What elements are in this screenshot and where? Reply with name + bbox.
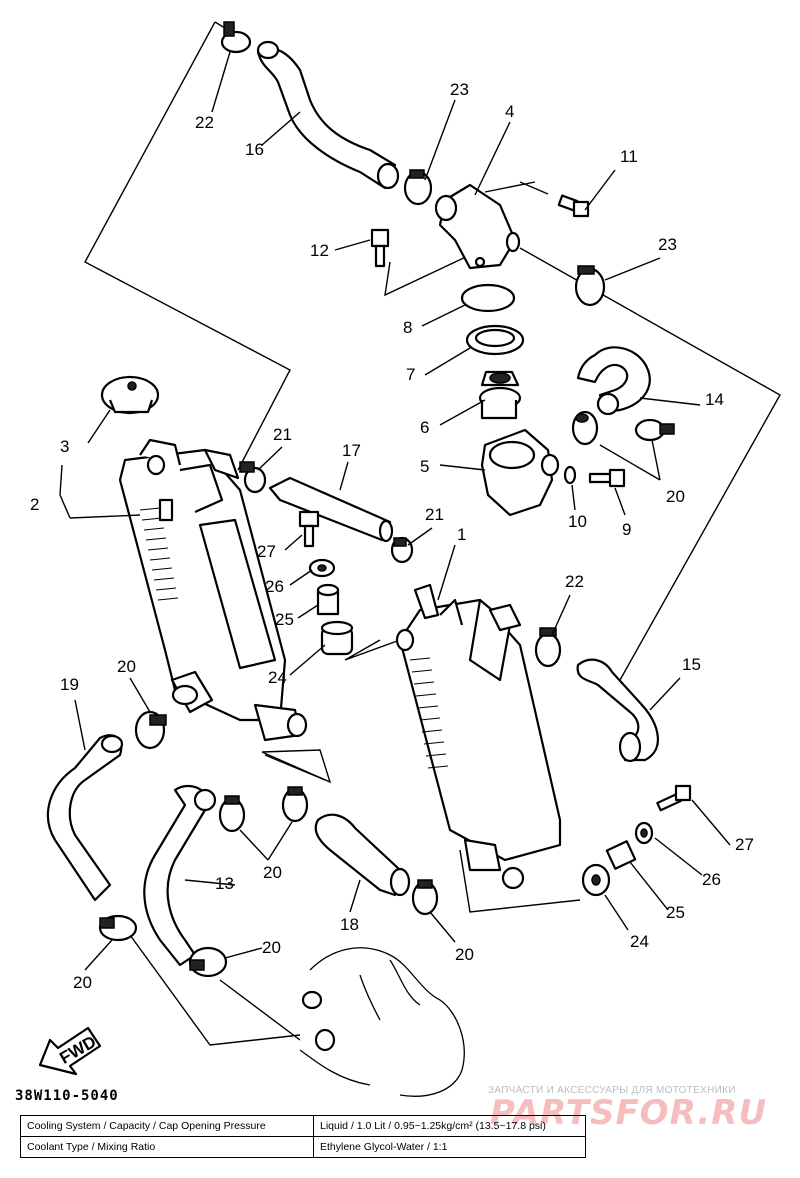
spec-value-coolant: Ethylene Glycol-Water / 1:1 <box>313 1136 586 1158</box>
callout-c-20b: 20 <box>666 487 685 506</box>
right-radiator-1 <box>395 583 562 890</box>
clamp-23-right <box>574 265 606 307</box>
spec-value-cooling: Liquid / 1.0 Lit / 0.95~1.25kg/cm² (13.5… <box>313 1115 586 1137</box>
spec-label-coolant: Coolant Type / Mixing Ratio <box>20 1136 314 1158</box>
callout-c-23a: 23 <box>450 80 469 99</box>
callout-c-22b: 22 <box>565 572 584 591</box>
clamp-23-top <box>403 169 433 206</box>
callout-c-25b: 25 <box>666 903 685 922</box>
callout-c-21a: 21 <box>273 425 292 444</box>
hose-13 <box>143 784 217 967</box>
callout-numbers: 1234567891011121314151617181920202020202… <box>30 80 754 992</box>
hose-18 <box>314 813 411 897</box>
clamp-22-top <box>220 21 252 54</box>
hose-19 <box>46 734 124 902</box>
hose-14 <box>576 346 651 416</box>
clamp-21-left <box>239 461 267 494</box>
grommet-24-left <box>320 620 354 656</box>
spec-row: Cooling System / Capacity / Cap Opening … <box>20 1115 586 1137</box>
bolt-27-left <box>298 510 320 548</box>
thermostat-housing-5 <box>480 428 560 517</box>
callout-c-23b: 23 <box>658 235 677 254</box>
diagram-code: 38W110-5040 <box>15 1088 119 1104</box>
clamp-20-left-top <box>134 710 167 750</box>
callout-c-20f: 20 <box>73 973 92 992</box>
clamp-20-mid-b <box>281 786 309 823</box>
callout-c-4: 4 <box>505 102 514 121</box>
callout-c-14: 14 <box>705 390 724 409</box>
o-ring-8 <box>460 283 516 313</box>
clamp-20-mid-a <box>218 795 246 833</box>
thermostat-6 <box>478 370 522 420</box>
thermostat-cover-4 <box>434 183 521 270</box>
callout-c-24a: 24 <box>268 668 287 687</box>
washer-10 <box>563 465 577 485</box>
callout-c-26a: 26 <box>265 577 284 596</box>
callout-c-2: 2 <box>30 495 39 514</box>
bolt-27-right <box>656 784 692 812</box>
bolt-11 <box>557 194 590 218</box>
washer-26-left <box>308 558 336 578</box>
collar-25-right <box>605 840 637 870</box>
callout-c-20c: 20 <box>263 863 282 882</box>
callout-c-25a: 25 <box>275 610 294 629</box>
engine-outline <box>299 947 465 1097</box>
callout-c-9: 9 <box>622 520 631 539</box>
callout-c-17: 17 <box>342 441 361 460</box>
callout-c-26b: 26 <box>702 870 721 889</box>
callout-c-5: 5 <box>420 457 429 476</box>
callout-c-6: 6 <box>420 418 429 437</box>
callout-c-16: 16 <box>245 140 264 159</box>
callout-c-24b: 24 <box>630 932 649 951</box>
clamp-22-right <box>534 627 562 668</box>
clamp-20-hose14-a <box>571 410 599 446</box>
watermark-tagline: ЗАПЧАСТИ И АКСЕССУАРЫ ДЛЯ МОТОТЕХНИКИ <box>488 1085 736 1096</box>
group-lines <box>84 21 781 1046</box>
collar-25-left <box>316 583 340 616</box>
callout-c-12: 12 <box>310 241 329 260</box>
fwd-arrow: FWD <box>38 1026 102 1076</box>
left-radiator-fins <box>139 507 179 601</box>
callout-c-15: 15 <box>682 655 701 674</box>
clamp-20-bottom-center <box>188 946 228 978</box>
upper-hose-16 <box>256 40 400 190</box>
bolt-9 <box>588 468 626 488</box>
washer-26-right <box>634 821 654 845</box>
bolt-12 <box>370 228 390 268</box>
callout-c-22a: 22 <box>195 113 214 132</box>
callout-c-10: 10 <box>568 512 587 531</box>
spec-row: Coolant Type / Mixing Ratio Ethylene Gly… <box>20 1136 586 1158</box>
hose-15 <box>576 658 659 763</box>
callout-c-1: 1 <box>457 525 466 544</box>
callout-c-18: 18 <box>340 915 359 934</box>
callout-c-21b: 21 <box>425 505 444 524</box>
radiator-cap-3 <box>100 375 160 415</box>
spec-table: Cooling System / Capacity / Cap Opening … <box>20 1115 586 1158</box>
callout-leaders <box>59 51 731 971</box>
callout-c-19: 19 <box>60 675 79 694</box>
clamp-21-right <box>390 536 414 564</box>
callout-c-7: 7 <box>406 365 415 384</box>
clamp-20-bottom-left <box>98 914 138 942</box>
callout-c-20d: 20 <box>455 945 474 964</box>
gasket-7 <box>465 324 525 356</box>
clamp-20-hose14-b <box>634 418 675 442</box>
left-radiator-2 <box>118 438 308 742</box>
callout-c-27a: 27 <box>257 542 276 561</box>
callout-c-3: 3 <box>60 437 69 456</box>
callout-c-20e: 20 <box>262 938 281 957</box>
grommet-24-right <box>581 863 611 897</box>
callout-c-13: 13 <box>215 874 234 893</box>
right-radiator-fins <box>409 657 449 769</box>
clamp-20-hose18 <box>411 879 439 916</box>
hose-17 <box>268 476 394 543</box>
callout-c-8: 8 <box>403 318 412 337</box>
spec-label-cooling: Cooling System / Capacity / Cap Opening … <box>20 1115 314 1137</box>
callout-c-27b: 27 <box>735 835 754 854</box>
callout-c-20a: 20 <box>117 657 136 676</box>
callout-c-11: 11 <box>620 147 638 166</box>
